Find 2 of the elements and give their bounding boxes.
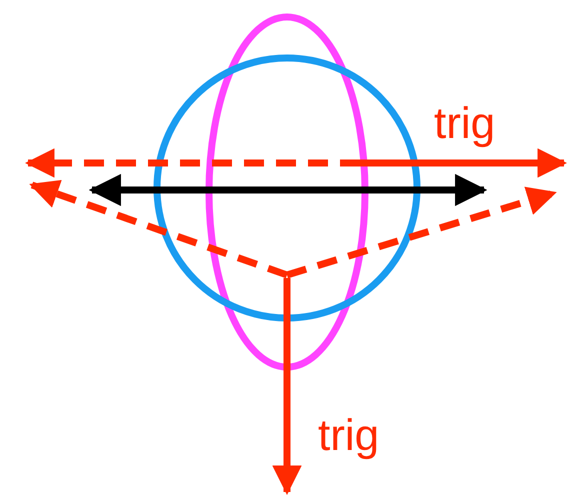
trigger-label: trig — [434, 102, 496, 146]
trigger-label: trig — [318, 414, 380, 458]
